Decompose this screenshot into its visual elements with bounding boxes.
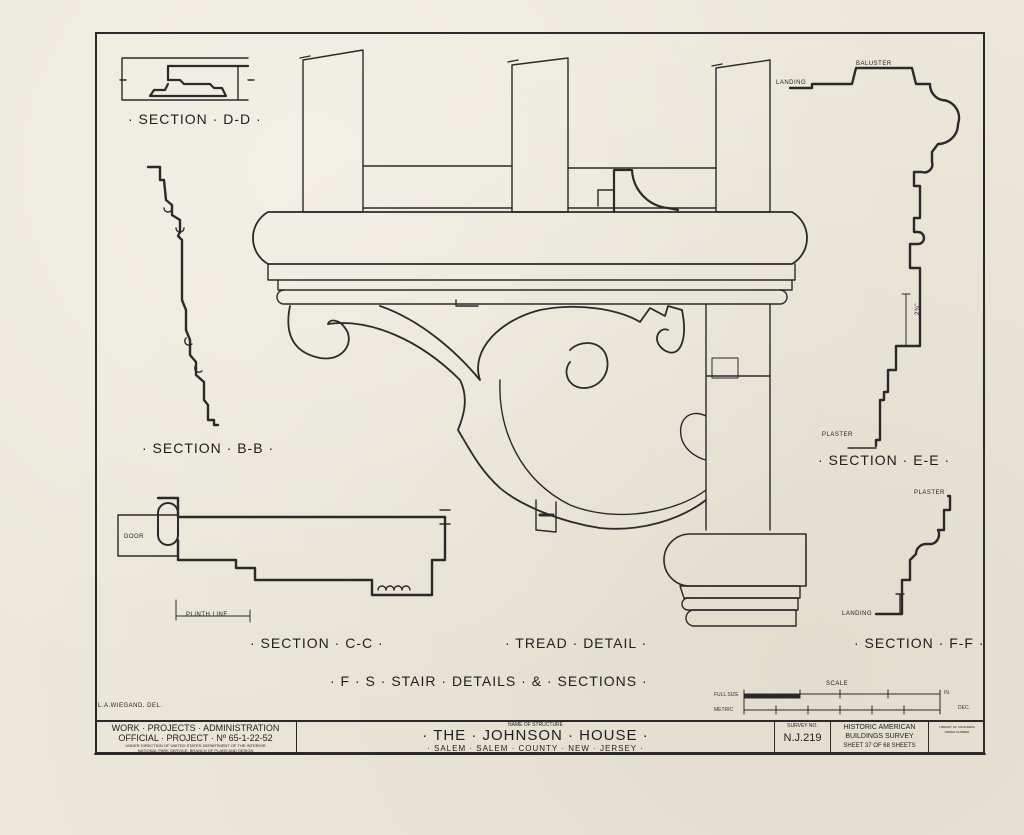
habs-cell: HISTORIC AMERICAN BUILDINGS SURVEY SHEET… <box>831 722 929 754</box>
door-callout: DOOR <box>124 534 144 540</box>
plaster-callout-ee: PLASTER <box>822 432 853 438</box>
sheet-title: · F · S · STAIR · DETAILS · & · SECTIONS… <box>330 673 648 689</box>
survey-number: N.J.219 <box>783 732 822 744</box>
plaster-callout-ff: PLASTER <box>914 490 945 496</box>
graphic-scale <box>743 689 941 715</box>
scale-metric: METRIC <box>714 707 734 713</box>
section-bb-label: · SECTION · B-B · <box>142 440 275 456</box>
wpa-line-3: UNDER DIRECTION OF UNITED STATES DEPARTM… <box>125 743 266 748</box>
sheet-number: SHEET 37 OF 68 SHEETS <box>843 743 916 749</box>
scale-label: SCALE <box>826 681 849 687</box>
delineator: L.A.WIEGAND, DEL. <box>98 703 163 709</box>
wpa-line-1: WORK · PROJECTS · ADMINISTRATION <box>111 723 280 733</box>
wpa-line-2: OFFICIAL · PROJECT · Nº 65-1-22-52 <box>118 733 273 743</box>
scale-in-unit: IN. <box>944 690 951 696</box>
section-ee-label: · SECTION · E-E · <box>818 452 951 468</box>
tread-detail-drawing <box>252 49 808 627</box>
baluster-callout: BALUSTER <box>856 61 892 67</box>
survey-caption: SURVEY NO. <box>787 723 818 729</box>
plinth-callout: PLINTH LINE <box>186 612 228 618</box>
structure-cell: NAME OF STRUCTURE · THE · JOHNSON · HOUS… <box>297 722 775 754</box>
section-dd-label: · SECTION · D-D · <box>128 111 262 127</box>
section-dd-profile <box>119 57 255 101</box>
wpa-line-4: NATIONAL PARK SERVICE, BRANCH OF PLANS A… <box>137 748 254 753</box>
scale-dec-unit: DEC. <box>958 705 970 711</box>
section-cc-profile <box>117 496 451 623</box>
structure-caption: NAME OF STRUCTURE <box>508 722 563 728</box>
scale-full-size: FULL SIZE <box>714 692 739 698</box>
stamp-cell: LIBRARY OF CONGRESS ORDER NUMBER <box>929 722 985 754</box>
section-ff-profile <box>874 494 952 616</box>
structure-location: · SALEM · SALEM · COUNTY · NEW · JERSEY … <box>427 744 644 753</box>
stamp-line-1: LIBRARY OF CONGRESS <box>939 725 975 729</box>
survey-cell: SURVEY NO. N.J.219 <box>775 722 831 754</box>
landing-callout-top: LANDING <box>776 80 807 86</box>
habs-line-1: HISTORIC AMERICAN <box>843 724 916 731</box>
section-bb-profile <box>146 165 220 427</box>
habs-line-2: BUILDINGS SURVEY <box>845 733 914 740</box>
landing-callout-ff: LANDING <box>842 611 873 617</box>
structure-name: · THE · JOHNSON · HOUSE · <box>422 727 649 744</box>
ee-dimension: 2¾" <box>914 303 921 315</box>
wpa-cell: WORK · PROJECTS · ADMINISTRATION OFFICIA… <box>95 722 297 754</box>
section-cc-label: · SECTION · C-C · <box>250 635 384 651</box>
tread-detail-label: · TREAD · DETAIL · <box>505 635 648 651</box>
section-ff-label: · SECTION · F-F · <box>854 635 985 651</box>
stamp-line-2: ORDER NUMBER <box>944 730 970 734</box>
section-ee-profile <box>788 66 961 449</box>
title-block: WORK · PROJECTS · ADMINISTRATION OFFICIA… <box>95 720 985 754</box>
